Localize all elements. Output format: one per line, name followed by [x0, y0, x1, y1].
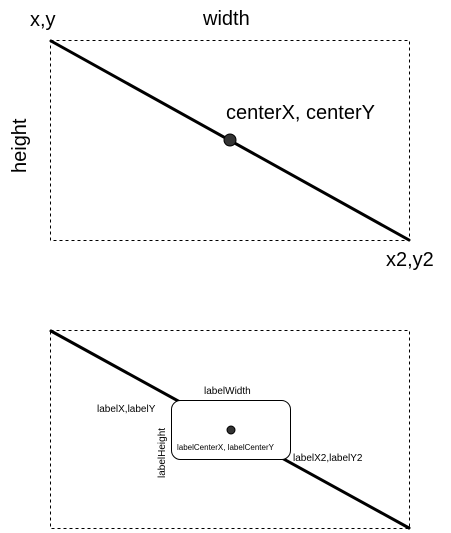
edge-bounding-box-bottom [50, 330, 410, 529]
label-center-label: labelCenterX, labelCenterY [177, 443, 275, 452]
width-label: width [202, 8, 250, 30]
end-label: x2,y2 [386, 249, 434, 271]
label-height-label: labelHeight [157, 428, 168, 478]
label-origin-label: labelX,labelY [97, 404, 156, 415]
label-end-label: labelX2,labelY2 [293, 453, 363, 464]
height-label: height [9, 118, 31, 173]
top-panel: x,y width height centerX, centerY x2,y2 [9, 8, 434, 271]
label-width-label: labelWidth [204, 386, 251, 397]
bottom-panel: labelWidth labelX,labelY labelHeight lab… [49, 329, 411, 530]
center-label: centerX, centerY [226, 102, 375, 124]
origin-label: x,y [30, 9, 56, 31]
label-center-point [226, 425, 236, 435]
center-point [223, 133, 237, 147]
edge-bounding-box [50, 40, 410, 241]
